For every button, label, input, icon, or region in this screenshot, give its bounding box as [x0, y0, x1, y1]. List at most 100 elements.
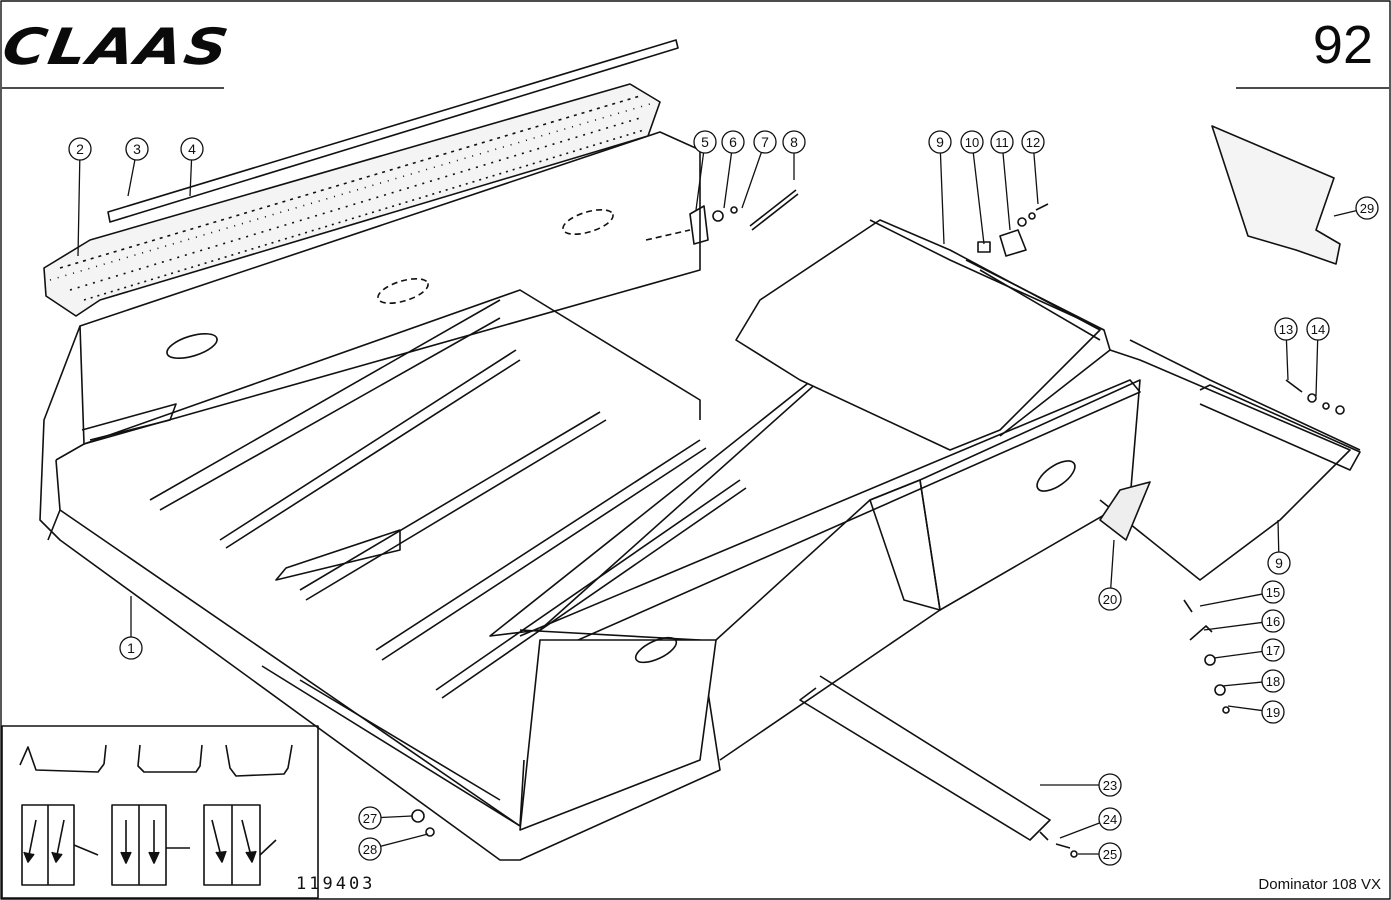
callout-circle [928, 130, 952, 154]
callout-10: 10 [960, 130, 985, 245]
callout-circle [1261, 669, 1285, 693]
callout-leader [1213, 650, 1263, 659]
callout-label: 15 [1266, 585, 1280, 600]
callout-leader [939, 152, 945, 245]
callout-leader [1285, 339, 1289, 381]
callout-label: 4 [188, 141, 196, 157]
callout-circle [721, 130, 745, 154]
callout-leader [723, 152, 733, 209]
callout-leader [741, 152, 762, 209]
callout-label: 14 [1311, 322, 1325, 337]
callout-2: 2 [68, 137, 92, 257]
callout-27: 27 [358, 806, 413, 830]
callout-25: 25 [1078, 842, 1122, 866]
callout-circle [1098, 807, 1122, 831]
drawing-number: 119403 [296, 874, 376, 894]
callout-14: 14 [1306, 317, 1330, 397]
callout-leader [1277, 519, 1280, 553]
callout-label: 23 [1103, 778, 1117, 793]
callout-label: 29 [1360, 201, 1374, 216]
callout-label: 25 [1103, 847, 1117, 862]
callout-label: 5 [701, 134, 709, 150]
callout-16: 16 [1203, 609, 1285, 633]
header-frame-right [735, 219, 1361, 581]
callout-17: 17 [1213, 638, 1285, 662]
callout-label: 11 [995, 135, 1009, 150]
callout-leader [1110, 539, 1115, 589]
callout-leader [1221, 681, 1263, 687]
callout-circle [1267, 551, 1291, 575]
callout-leader [972, 152, 985, 245]
callout-circle [693, 130, 717, 154]
callout-label: 6 [729, 134, 737, 150]
callout-29: 29 [1333, 196, 1379, 220]
callout-label: 24 [1103, 812, 1117, 827]
callout-label: 19 [1266, 705, 1280, 720]
callout-circle [753, 130, 777, 154]
callout-18: 18 [1221, 669, 1285, 693]
variant-inset [1, 725, 319, 899]
callout-leader [1059, 822, 1100, 839]
callout-leader [1315, 339, 1319, 397]
part-4-strip [107, 39, 679, 223]
callout-circle [1098, 587, 1122, 611]
callout-leader [127, 159, 136, 197]
callout-leader [1227, 705, 1263, 712]
callout-circle [68, 137, 92, 161]
page-number: 92 [1312, 15, 1373, 75]
callout-label: 3 [133, 141, 141, 157]
callout-label: 12 [1026, 135, 1040, 150]
callout-circle [1274, 317, 1298, 341]
callout-label: 17 [1266, 643, 1280, 658]
callout-label: 27 [363, 811, 377, 826]
callout-leader [1203, 621, 1263, 631]
callout-12: 12 [1021, 130, 1045, 205]
callout-leader [1199, 593, 1263, 607]
callout-leader [189, 159, 193, 197]
callout-circle [990, 130, 1014, 154]
callout-label: 2 [76, 141, 84, 157]
callout-leader [77, 159, 81, 257]
model-name: Dominator 108 VX [1258, 876, 1381, 893]
callout-label: 10 [965, 135, 979, 150]
callout-label: 7 [761, 134, 769, 150]
callout-circle [358, 837, 382, 861]
callout-leader [1002, 152, 1011, 231]
callout-label: 9 [1275, 555, 1283, 571]
callout-circle [1261, 700, 1285, 724]
callout-13: 13 [1274, 317, 1298, 381]
callout-label: 16 [1266, 614, 1280, 629]
callout-leader [380, 833, 429, 847]
callout-leader [1333, 209, 1357, 217]
callout-circle [782, 130, 806, 154]
part-29-plate [1211, 125, 1341, 265]
callout-23: 23 [1040, 773, 1122, 797]
callout-leader [380, 815, 413, 819]
callout-19: 19 [1227, 700, 1285, 724]
callout-7: 7 [741, 130, 777, 209]
callout-20: 20 [1098, 539, 1122, 611]
callout-circle [119, 636, 143, 660]
callout-circle [358, 806, 382, 830]
callout-1: 1 [119, 596, 143, 660]
callout-6: 6 [721, 130, 745, 209]
callout-label: 20 [1103, 592, 1117, 607]
callout-label: 8 [790, 134, 798, 150]
callout-9: 9 [1267, 519, 1291, 575]
callout-circle [1355, 196, 1379, 220]
callout-8: 8 [782, 130, 806, 180]
callout-leader [695, 152, 705, 211]
callout-15: 15 [1199, 580, 1285, 607]
callout-5: 5 [693, 130, 717, 211]
callout-circle [1261, 638, 1285, 662]
callout-label: 9 [936, 134, 944, 150]
callout-3: 3 [125, 137, 149, 197]
callout-24: 24 [1059, 807, 1122, 839]
central-beam [489, 313, 1141, 841]
callout-label: 18 [1266, 674, 1280, 689]
callout-circle [180, 137, 204, 161]
callout-circle [1261, 580, 1285, 604]
